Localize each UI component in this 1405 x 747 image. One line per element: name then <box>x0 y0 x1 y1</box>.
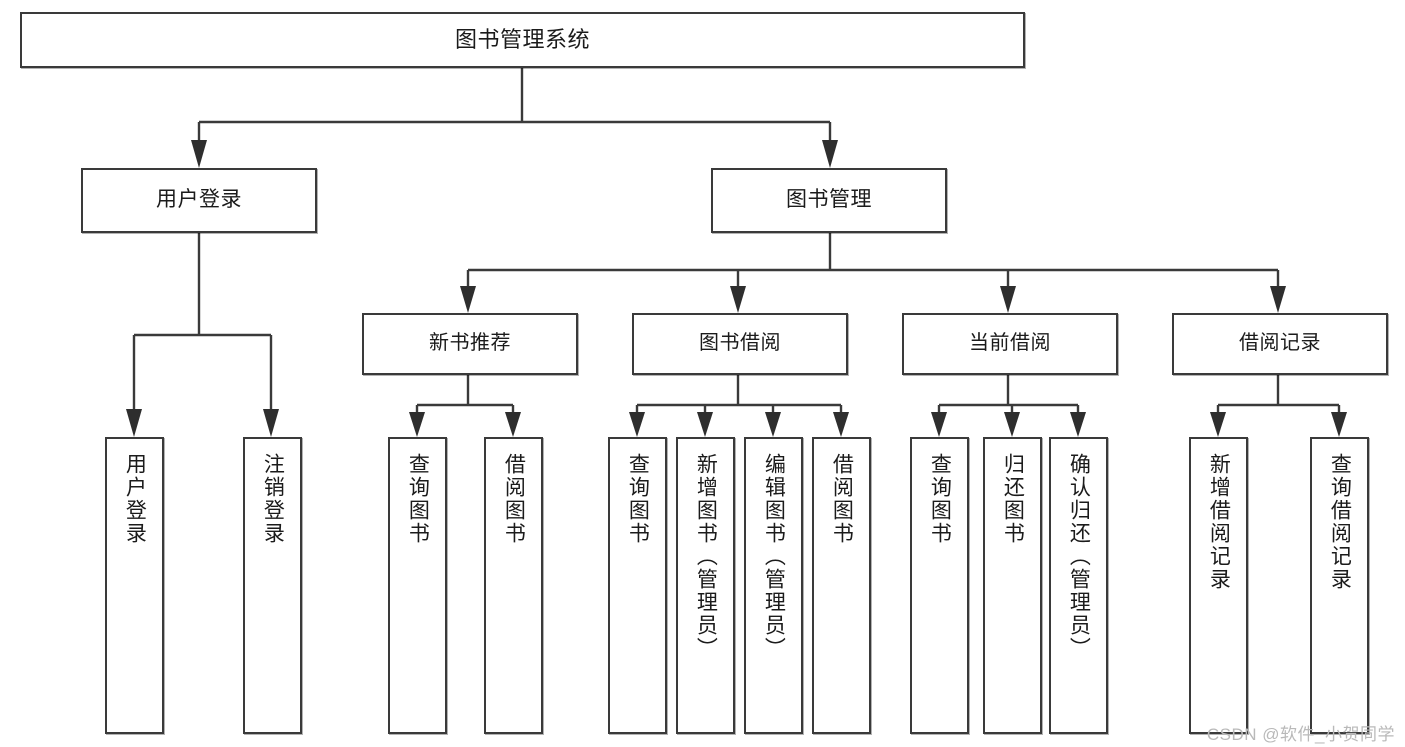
leaf-node-query-book-current[interactable]: 查询图书 <box>910 437 969 734</box>
arrow-newbook-l3 <box>505 412 521 437</box>
node-user-login[interactable]: 用户登录 <box>81 168 317 233</box>
leaf-label: 借阅图书 <box>502 453 526 545</box>
arrow-record-l11 <box>1210 412 1226 437</box>
node-borrow-record-label: 借阅记录 <box>1239 332 1321 355</box>
node-book-management[interactable]: 图书管理 <box>711 168 947 233</box>
arrow-root-to-login <box>191 140 207 168</box>
leaf-label: 借阅图书 <box>830 453 854 545</box>
leaf-node-edit-book-admin[interactable]: 编辑图书（管理员） <box>744 437 803 734</box>
arrow-login-l0 <box>126 409 142 437</box>
node-book-management-label: 图书管理 <box>786 188 872 212</box>
leaf-label: 编辑图书（管理员） <box>762 453 786 660</box>
arrow-root-to-bookmgr <box>822 140 838 168</box>
node-current-borrow-label: 当前借阅 <box>969 332 1051 355</box>
node-new-book-recommend-label: 新书推荐 <box>429 332 511 355</box>
leaf-node-logout[interactable]: 注销登录 <box>243 437 302 734</box>
leaf-label: 新增借阅记录 <box>1207 453 1231 591</box>
arrow-bookmgr-record <box>1270 286 1286 313</box>
node-book-borrow-label: 图书借阅 <box>699 332 781 355</box>
node-new-book-recommend[interactable]: 新书推荐 <box>362 313 578 375</box>
node-book-borrow[interactable]: 图书借阅 <box>632 313 848 375</box>
arrow-record-l12 <box>1331 412 1347 437</box>
leaf-node-borrow-book[interactable]: 借阅图书 <box>812 437 871 734</box>
leaf-node-add-book-admin[interactable]: 新增图书（管理员） <box>676 437 735 734</box>
arrow-borrow-l7 <box>833 412 849 437</box>
leaf-label: 新增图书（管理员） <box>694 453 718 660</box>
leaf-node-borrow-book-newbook[interactable]: 借阅图书 <box>484 437 543 734</box>
leaf-node-confirm-return-admin[interactable]: 确认归还（管理员） <box>1049 437 1108 734</box>
watermark-text: CSDN @软件_小贺同学 <box>1206 725 1395 744</box>
leaf-label: 查询图书 <box>406 453 430 545</box>
leaf-label: 用户登录 <box>123 453 147 545</box>
arrow-borrow-l6 <box>765 412 781 437</box>
leaf-node-query-borrow-record[interactable]: 查询借阅记录 <box>1310 437 1369 734</box>
leaf-label: 注销登录 <box>261 453 285 545</box>
arrow-bookmgr-newbook <box>460 286 476 313</box>
node-borrow-record[interactable]: 借阅记录 <box>1172 313 1388 375</box>
leaf-node-return-book[interactable]: 归还图书 <box>983 437 1042 734</box>
node-root-system[interactable]: 图书管理系统 <box>20 12 1025 68</box>
arrow-newbook-l2 <box>409 412 425 437</box>
arrow-bookmgr-borrow <box>730 286 746 313</box>
arrow-bookmgr-current <box>1000 286 1016 313</box>
leaf-node-query-book-newbook[interactable]: 查询图书 <box>388 437 447 734</box>
leaf-label: 查询图书 <box>626 453 650 545</box>
leaf-label: 归还图书 <box>1001 453 1025 545</box>
leaf-label: 查询借阅记录 <box>1328 453 1352 591</box>
leaf-label: 确认归还（管理员） <box>1067 453 1091 660</box>
arrow-current-l10 <box>1070 412 1086 437</box>
leaf-node-user-login[interactable]: 用户登录 <box>105 437 164 734</box>
arrow-borrow-l4 <box>629 412 645 437</box>
arrow-current-l8 <box>931 412 947 437</box>
arrow-borrow-l5 <box>697 412 713 437</box>
node-user-login-label: 用户登录 <box>156 188 242 212</box>
leaf-node-query-book-borrow[interactable]: 查询图书 <box>608 437 667 734</box>
leaf-node-add-borrow-record[interactable]: 新增借阅记录 <box>1189 437 1248 734</box>
arrow-login-l1 <box>263 409 279 437</box>
leaf-label: 查询图书 <box>928 453 952 545</box>
arrow-current-l9 <box>1004 412 1020 437</box>
node-root-label: 图书管理系统 <box>454 27 590 53</box>
node-current-borrow[interactable]: 当前借阅 <box>902 313 1118 375</box>
